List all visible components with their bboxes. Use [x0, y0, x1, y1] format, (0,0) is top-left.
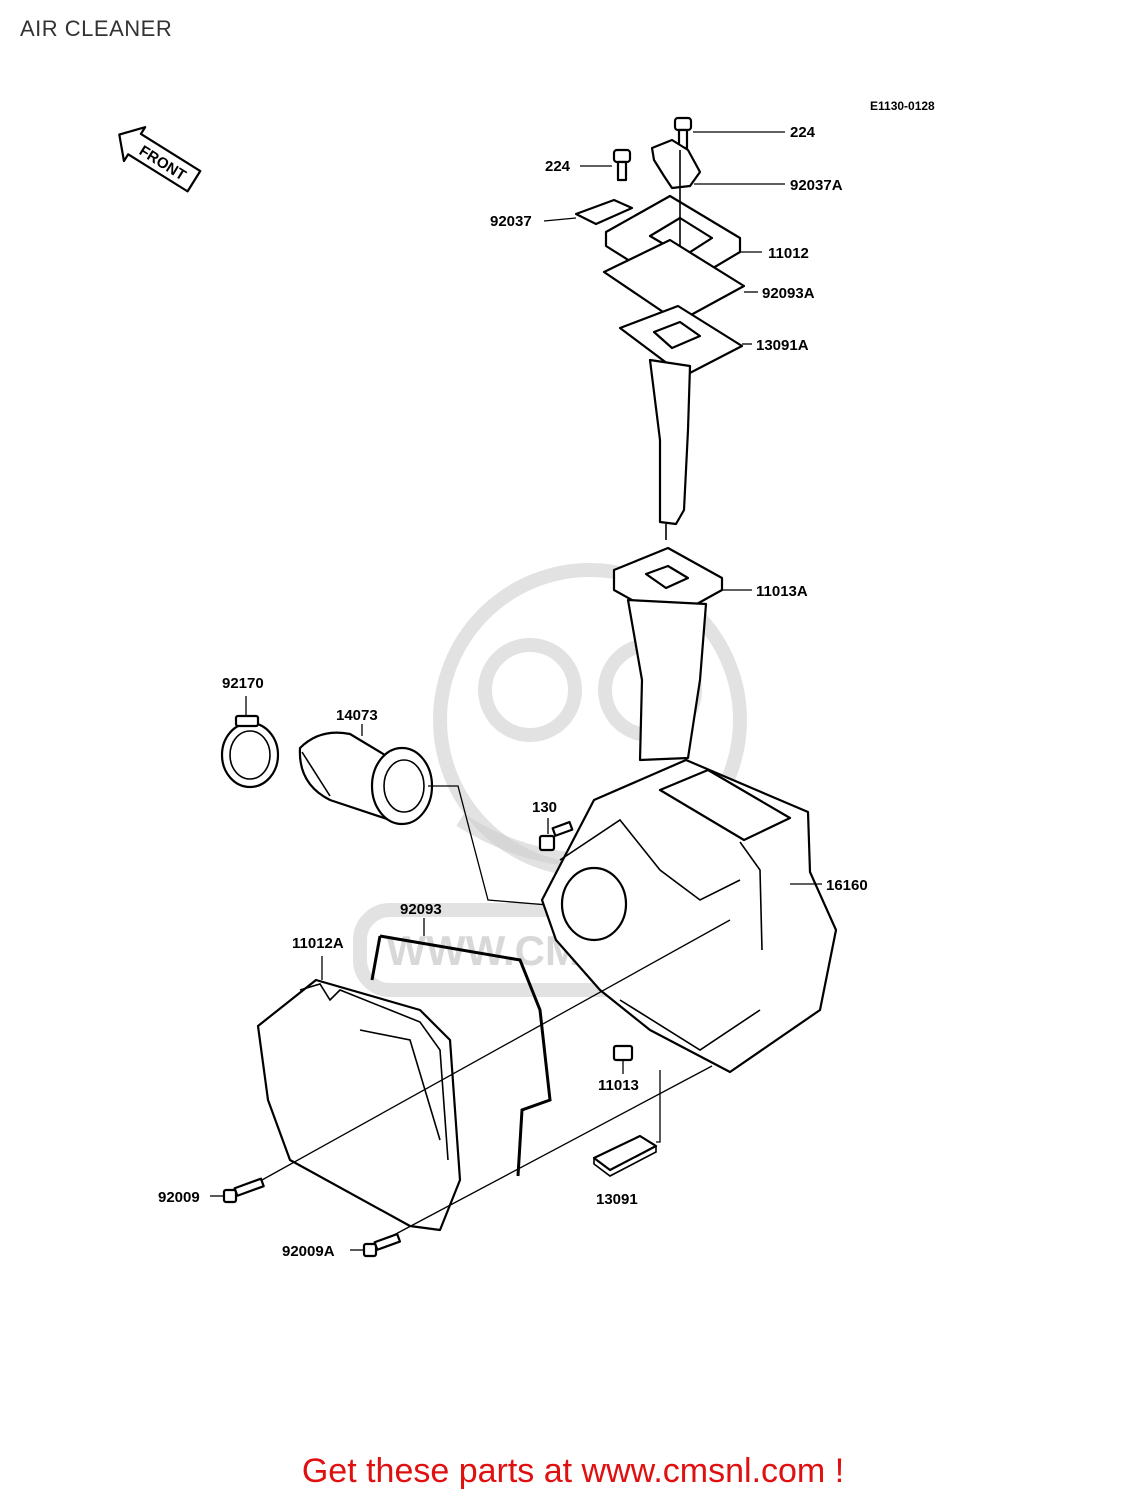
bolt-92009A: [362, 1232, 402, 1258]
filter-14073: [298, 731, 434, 826]
label-92037: 92037: [490, 213, 532, 230]
label-92009A: 92009A: [282, 1243, 335, 1260]
bracket-92037A: [650, 138, 702, 190]
label-11013: 11013: [598, 1077, 639, 1094]
label-92093A: 92093A: [762, 285, 815, 302]
gasket-92093A: [602, 238, 746, 324]
gasket-92093: [379, 934, 552, 1177]
label-14073: 14073: [336, 707, 378, 724]
cover-11012A: [256, 978, 462, 1232]
label-16160: 16160: [826, 877, 868, 894]
label-11013A: 11013A: [756, 583, 808, 600]
holder-13091: [592, 1134, 658, 1177]
bolt-92009: [222, 1177, 265, 1204]
duct-11013A: [612, 546, 724, 762]
label-92093: 92093: [400, 901, 442, 918]
diagram-code: E1130-0128: [870, 99, 935, 113]
damper-11013: [612, 1044, 634, 1062]
label-130: 130: [532, 799, 557, 816]
label-11012: 11012: [768, 245, 809, 262]
label-92170: 92170: [222, 675, 264, 692]
label-92009: 92009: [158, 1189, 200, 1206]
clamp-92170: [220, 714, 280, 789]
label-224-right: 224: [790, 124, 816, 141]
label-13091: 13091: [596, 1191, 638, 1208]
bolt-130: [538, 820, 574, 852]
label-92037A: 92037A: [790, 177, 843, 194]
duct-13091A: [618, 304, 744, 540]
label-13091A: 13091A: [756, 337, 809, 354]
bolt-224-left: [612, 148, 632, 182]
front-arrow-icon: FRONT: [118, 126, 202, 193]
label-11012A: 11012A: [292, 935, 344, 952]
page-title: AIR CLEANER: [20, 16, 173, 41]
bolt-224-right: [673, 116, 693, 150]
label-224-left: 224: [545, 158, 571, 175]
promo-link[interactable]: Get these parts at www.cmsnl.com !: [301, 1452, 845, 1490]
plate-92037: [574, 198, 634, 226]
case-16160: [540, 758, 838, 1074]
